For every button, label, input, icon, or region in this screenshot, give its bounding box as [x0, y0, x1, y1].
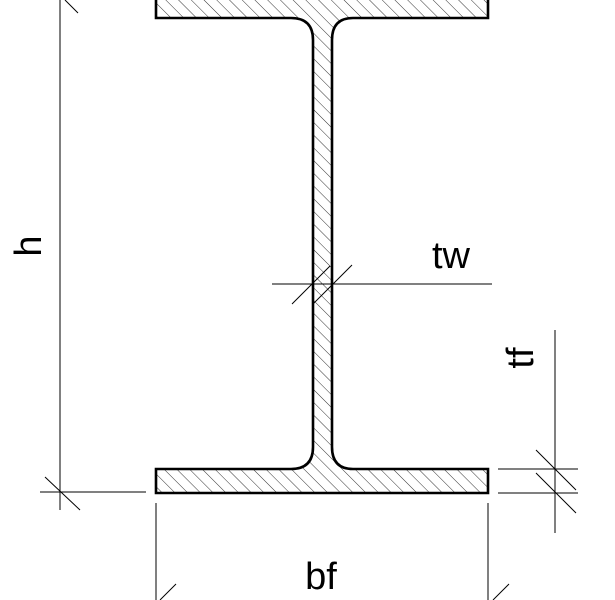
height-dimension	[40, 0, 146, 511]
i-beam-section	[154, 0, 490, 495]
flange-thickness-dimension	[498, 330, 578, 533]
height-label: h	[8, 235, 50, 256]
web-thickness-label: tw	[432, 235, 471, 277]
flange-width-dimension	[155, 503, 510, 600]
flange-width-label: bf	[305, 556, 337, 598]
flange-thickness-label: tf	[500, 347, 542, 369]
web-thickness-dimension	[272, 264, 492, 305]
